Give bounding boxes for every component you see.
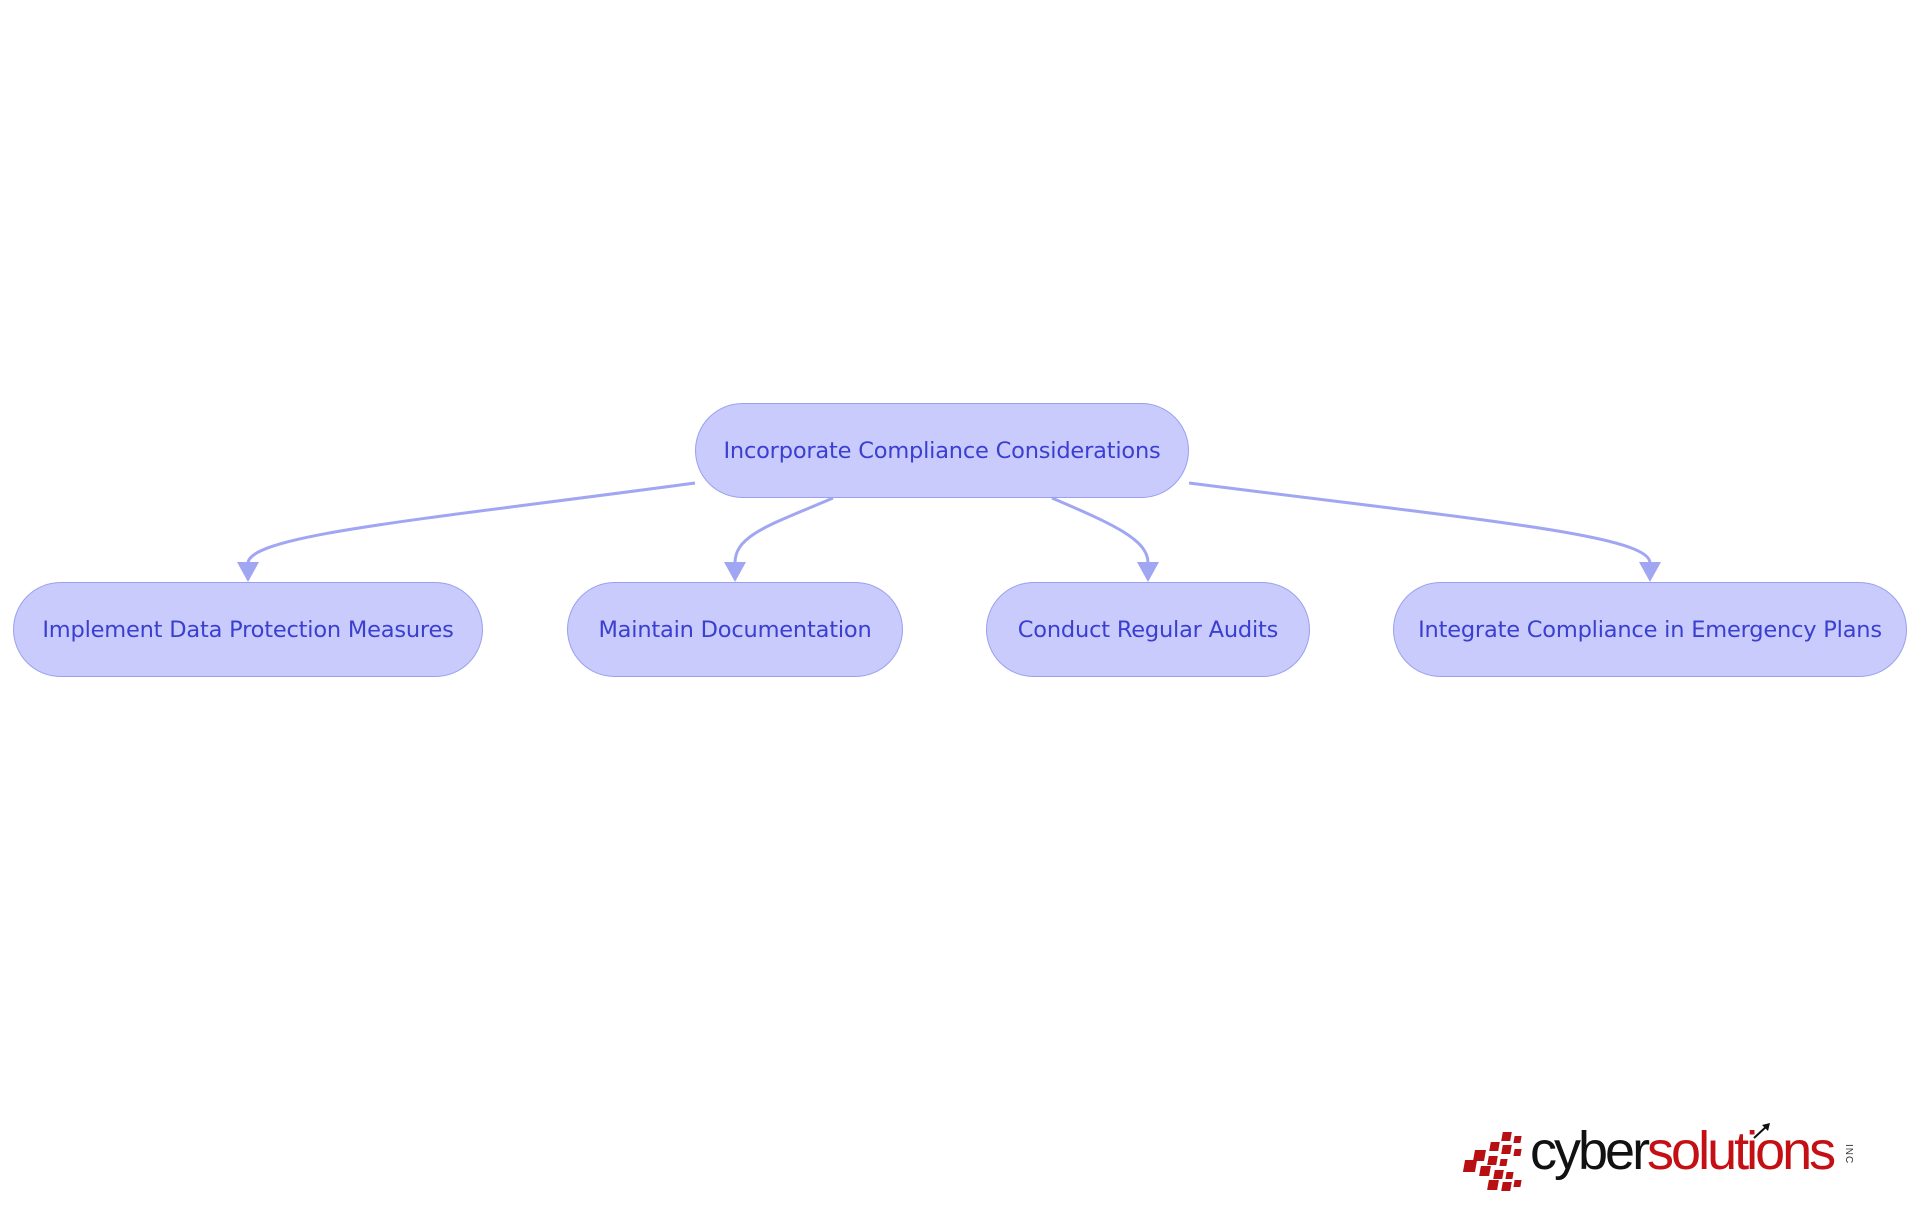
edge-root-to-emergency-plans (1188, 481, 1652, 564)
edge-root-to-documentation (733, 496, 834, 564)
edge-root-to-audits (1051, 496, 1150, 564)
edge-root-to-data-protection (246, 481, 696, 564)
arrowhead-emergency-plans (1639, 562, 1661, 582)
arrowhead-data-protection (237, 562, 259, 582)
logo-arrow-icon (1753, 1123, 1770, 1139)
logo-word-solutions: solutions (1647, 1121, 1836, 1181)
child-node-label: Maintain Documentation (598, 616, 872, 643)
cybersolutions-logo: cybersolutions INC (1462, 1121, 1862, 1194)
logo-word-cyber: cyber (1530, 1121, 1650, 1181)
logo-inc-suffix: INC (1843, 1144, 1854, 1165)
logo-wordmark: cybersolutions (1530, 1121, 1836, 1181)
child-node-documentation: Maintain Documentation (567, 582, 903, 677)
child-node-emergency-plans: Integrate Compliance in Emergency Plans (1393, 582, 1907, 677)
arrowhead-audits (1137, 562, 1159, 582)
root-node-label: Incorporate Compliance Considerations (723, 437, 1161, 464)
child-node-audits: Conduct Regular Audits (986, 582, 1310, 677)
arrowhead-documentation (724, 562, 746, 582)
child-node-label: Implement Data Protection Measures (42, 616, 454, 643)
child-node-label: Conduct Regular Audits (1017, 616, 1279, 643)
child-node-data-protection: Implement Data Protection Measures (13, 582, 483, 677)
root-node: Incorporate Compliance Considerations (695, 403, 1189, 498)
child-node-label: Integrate Compliance in Emergency Plans (1418, 616, 1882, 643)
logo-mark-icon (1462, 1130, 1526, 1192)
